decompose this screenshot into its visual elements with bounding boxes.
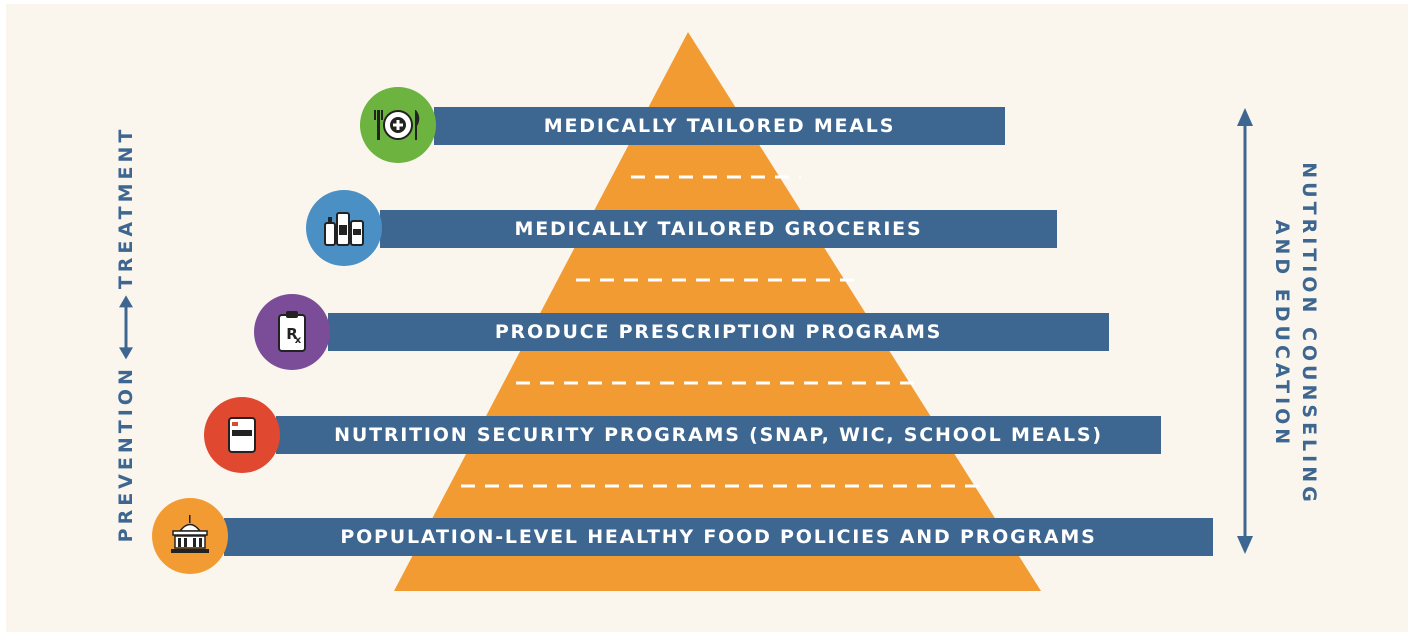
right-axis-line-2: AND EDUCATION [1271, 219, 1293, 449]
plate-cutlery-icon [374, 110, 420, 140]
tier-badge-population [152, 498, 228, 574]
tier-label: NUTRITION SECURITY PROGRAMS (SNAP, WIC, … [334, 424, 1103, 446]
government-building-icon [171, 515, 209, 553]
card-icon [228, 417, 256, 453]
tier-bar-medically-tailored-meals: MEDICALLY TAILORED MEALS [434, 107, 1005, 145]
left-axis-label: PREVENTION TREATMENT [115, 126, 137, 543]
right-axis-arrow [1237, 108, 1253, 554]
tier-bar-population-level-policies: POPULATION-LEVEL HEALTHY FOOD POLICIES A… [224, 518, 1213, 556]
svg-text:R: R [286, 325, 298, 343]
tier-bar-produce-prescription-programs: PRODUCE PRESCRIPTION PROGRAMS [328, 313, 1109, 351]
right-axis-label: NUTRITION COUNSELING AND EDUCATION [1268, 162, 1322, 505]
prescription-clipboard-icon: R x [278, 311, 306, 352]
tier-label: POPULATION-LEVEL HEALTHY FOOD POLICIES A… [340, 526, 1097, 548]
tier-badge-prescription: R x [254, 294, 330, 370]
diagram-canvas: MEDICALLY TAILORED MEALS MEDICALLY TAILO… [6, 4, 1408, 632]
double-arrow-icon [119, 295, 133, 360]
tier-label: PRODUCE PRESCRIPTION PROGRAMS [494, 321, 943, 343]
right-axis-line-1: NUTRITION COUNSELING [1298, 162, 1320, 506]
tier-badge-groceries [306, 190, 382, 266]
tier-badge-meals [360, 87, 436, 163]
axis-end-label: TREATMENT [115, 125, 137, 290]
svg-text:x: x [295, 335, 302, 346]
grocery-bottles-icon [324, 212, 364, 246]
tier-badge-nutrition-security [204, 397, 280, 473]
tier-label: MEDICALLY TAILORED GROCERIES [514, 218, 923, 240]
tier-bar-nutrition-security-programs: NUTRITION SECURITY PROGRAMS (SNAP, WIC, … [276, 416, 1161, 454]
tier-label: MEDICALLY TAILORED MEALS [543, 115, 896, 137]
axis-start-label: PREVENTION [115, 365, 137, 543]
tier-bar-medically-tailored-groceries: MEDICALLY TAILORED GROCERIES [380, 210, 1057, 248]
